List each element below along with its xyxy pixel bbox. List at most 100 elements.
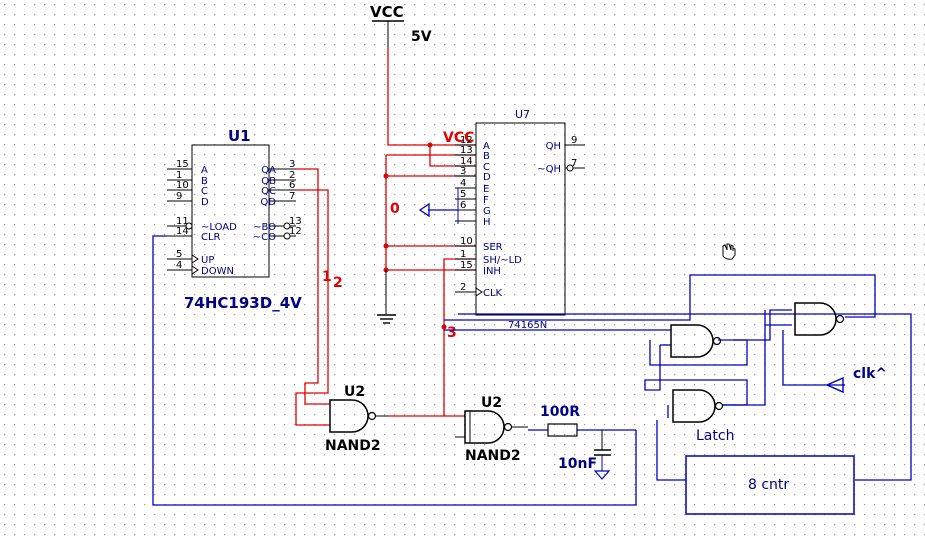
nand-gate-5-latch[interactable]: Latch: [672, 389, 734, 444]
u7-left-pin-name: D: [483, 172, 491, 183]
u7-left-pin-name: INH: [483, 266, 501, 277]
u1-right-pin[interactable]: 6QC: [261, 180, 296, 197]
hand-cursor-icon: [722, 243, 736, 260]
u1-right-pin[interactable]: 2QB: [261, 170, 296, 187]
u1-right-pin-name: ~BO: [253, 222, 276, 233]
u7-right-pin-number: 7: [571, 158, 577, 169]
u1-co-bubble: [283, 232, 291, 240]
net-0-connector[interactable]: 0: [390, 188, 459, 224]
u7-left-pin-number: 10: [460, 236, 473, 247]
u1-right-pin-name: QC: [261, 186, 276, 197]
u1-left-pin[interactable]: 15A: [167, 159, 208, 176]
u1-left-pin[interactable]: 1B: [167, 170, 208, 187]
u7-left-pin[interactable]: 3D: [455, 166, 491, 183]
u1-right-pin-name: QB: [261, 176, 276, 187]
vcc-label: VCC: [370, 3, 404, 21]
u7-left-pin-name: CLK: [483, 288, 503, 299]
latch-logic-wires[interactable]: [444, 274, 912, 481]
u7-left-pin-number: 5: [460, 189, 466, 200]
gate1-type: NAND2: [325, 438, 381, 454]
u1-right-pin-number: 7: [289, 191, 295, 202]
gate2-type: NAND2: [465, 448, 521, 464]
resistor-100r[interactable]: 100R: [528, 404, 636, 437]
clk-label: clk^: [853, 366, 887, 382]
latch-label: Latch: [696, 428, 734, 444]
u7-left-pin-name: E: [483, 184, 489, 195]
u1-part: 74HC193D_4V: [184, 294, 302, 312]
vcc-value: 5V: [411, 29, 432, 45]
u7-left-pin-number: 12: [460, 135, 473, 146]
u1-right-pin-number: 6: [289, 180, 295, 191]
u1-ref: U1: [228, 127, 251, 145]
u7-left-pin-name: F: [483, 195, 489, 206]
u7-right-pin-name: ~QH: [537, 164, 561, 175]
net-label-0: 0: [390, 201, 400, 217]
counter-label: 8 cntr: [748, 477, 789, 493]
u7-left-pin-number: 2: [460, 282, 466, 293]
ground-symbol[interactable]: [377, 270, 396, 324]
u7-left-pin-number: 14: [460, 156, 473, 167]
nand-gate-3[interactable]: [670, 324, 722, 358]
nand-gate-4[interactable]: [794, 302, 845, 336]
u1-left-pin-number: 5: [176, 249, 182, 260]
u7-left-pin[interactable]: 14C: [455, 156, 490, 173]
capacitor-10nf[interactable]: 10nF: [558, 430, 611, 480]
u1-left-pin-number: 11: [176, 216, 189, 227]
clr-feedback-wire[interactable]: [152, 235, 637, 506]
u7-right-pin[interactable]: 9QH: [546, 135, 585, 152]
u7-shift-register-chip[interactable]: U7 74165N VCC 12A13B14C3D4E5F6GH10SER1SH…: [443, 108, 585, 331]
counter-block[interactable]: 8 cntr: [685, 455, 855, 515]
u7-left-pin-number: 4: [460, 178, 466, 189]
u7-clk-mark: [475, 287, 483, 297]
u1-right-pin[interactable]: 12~CO: [253, 226, 302, 243]
u1-left-pin-number: 14: [176, 226, 189, 237]
clk-input-arrow[interactable]: [825, 376, 844, 394]
u7-left-pin-number: 3: [460, 166, 466, 177]
u7-left-pin-name: C: [483, 162, 490, 173]
u7-left-pin[interactable]: 12A: [455, 135, 490, 152]
u1-left-pin[interactable]: 5UP: [167, 249, 214, 266]
u1-right-pin[interactable]: 7QD: [260, 191, 296, 208]
gate1-ref: U2: [344, 384, 365, 400]
u1-output-wires[interactable]: [295, 168, 330, 426]
u7-left-pin[interactable]: 1SH/~LD: [455, 249, 522, 266]
u1-up-clock-mark: [191, 254, 199, 264]
u1-right-pin[interactable]: 13~BO: [253, 216, 302, 233]
nand-gate-1[interactable]: U2 NAND2: [325, 384, 388, 454]
u1-down-clock-mark: [191, 265, 199, 275]
u7-left-pin-number: 1: [460, 249, 466, 260]
u1-left-pin-number: 1: [176, 170, 182, 181]
gate2-ref: U2: [481, 395, 502, 411]
u1-left-pin[interactable]: 9D: [167, 191, 209, 208]
u1-left-pin-number: 9: [176, 191, 182, 202]
u7-left-pin-number: 15: [460, 260, 473, 271]
u1-left-pin-number: 4: [176, 260, 182, 271]
u7-left-pin[interactable]: 13B: [455, 145, 490, 162]
u1-right-pin-number: 2: [289, 170, 295, 181]
u1-right-pin[interactable]: 3QA: [261, 159, 296, 176]
u7-right-pin-number: 9: [571, 135, 577, 146]
vcc-symbol[interactable]: VCC 5V: [370, 3, 432, 48]
u7-left-pin-number: 6: [460, 200, 466, 211]
u7-left-pin-name: H: [483, 217, 491, 228]
u7-left-pin-number: 13: [460, 145, 473, 156]
u7-left-pin-name: SH/~LD: [483, 255, 522, 266]
u1-right-pin-name: QA: [261, 165, 276, 176]
u1-left-pin[interactable]: 10C: [167, 180, 208, 197]
u1-counter-chip[interactable]: U1 74HC193D_4V 15A1B10C9D11~LOAD14CLR5UP…: [167, 127, 302, 312]
capacitor-value: 10nF: [558, 456, 597, 472]
u1-left-pin-name: B: [201, 176, 208, 187]
net-label-3: 3: [447, 325, 457, 341]
u1-left-pin-name: ~LOAD: [201, 222, 237, 233]
net-label-1: 1: [322, 269, 332, 285]
u7-left-pin-name: B: [483, 151, 490, 162]
nand-gate-2[interactable]: U2 NAND2: [444, 395, 528, 464]
